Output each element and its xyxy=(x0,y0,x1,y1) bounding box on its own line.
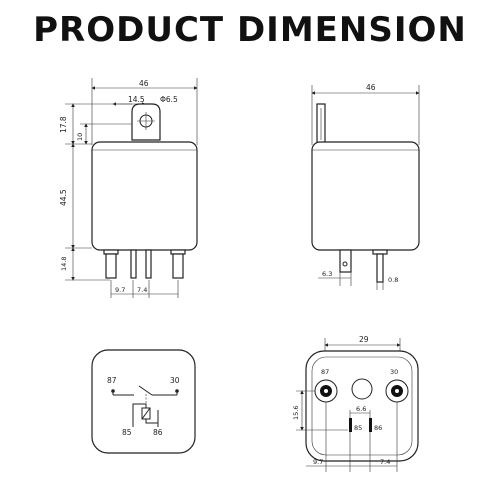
front-view: 46 14.5 Φ6.5 17.8 10 44.5 14.8 xyxy=(59,78,198,298)
bottom-spacing-b: 7.4 xyxy=(380,458,390,466)
front-pin-spacing-b: 7.4 xyxy=(137,286,147,294)
relay-base-outline xyxy=(305,350,419,462)
schematic-outline xyxy=(91,349,196,454)
schematic-terminal-85: 85 xyxy=(122,428,132,437)
front-pin-right xyxy=(172,253,184,279)
side-width-label: 46 xyxy=(366,83,376,92)
base-terminal-86 xyxy=(369,418,372,432)
schematic-terminal-86: 86 xyxy=(153,428,163,437)
side-pin-width-label: 6.3 xyxy=(322,270,332,278)
switch-contact xyxy=(138,385,153,396)
relay-body-front xyxy=(91,141,198,251)
schematic-terminal-30: 30 xyxy=(170,376,180,385)
bottom-view: 29 87 30 85 86 6.6 15.6 9.7 7.4 xyxy=(292,335,419,472)
page-title: PRODUCT DIMENSION xyxy=(33,10,467,50)
front-pin-height-label: 14.8 xyxy=(60,257,68,271)
bottom-terminal-30: 30 xyxy=(390,368,398,376)
front-body-height-label: 44.5 xyxy=(59,189,68,206)
schematic-terminal-87: 87 xyxy=(107,376,117,385)
center-boss xyxy=(351,378,373,400)
front-pin-mid-a xyxy=(130,249,137,279)
side-pin-left xyxy=(339,249,352,273)
front-hole-label: Φ6.5 xyxy=(160,95,178,104)
front-width-label: 46 xyxy=(139,79,149,88)
bottom-spacing-a: 9.7 xyxy=(313,458,323,466)
front-pin-mid-b xyxy=(145,249,152,279)
relay-body-side xyxy=(311,141,420,251)
wiring-schematic: 87 30 85 86 xyxy=(91,349,196,454)
front-pin-left xyxy=(105,253,117,279)
side-pin-right xyxy=(376,253,384,283)
side-pin-thickness-label: 0.8 xyxy=(388,276,398,284)
front-tab-label: 10 xyxy=(76,133,84,141)
bottom-height-label: 15.6 xyxy=(292,406,300,420)
bottom-gap-label: 6.6 xyxy=(356,405,366,413)
bottom-width-label: 29 xyxy=(359,335,369,344)
front-pin-offset-label: 14.5 xyxy=(128,95,145,104)
bottom-terminal-86: 86 xyxy=(374,424,382,432)
front-top-height-label: 17.8 xyxy=(59,116,68,133)
side-view: 46 6.3 0.8 xyxy=(311,83,420,290)
bottom-terminal-85: 85 xyxy=(354,424,362,432)
base-terminal-85 xyxy=(349,418,352,432)
bottom-terminal-87: 87 xyxy=(321,368,329,376)
front-pin-spacing-a: 9.7 xyxy=(115,286,125,294)
